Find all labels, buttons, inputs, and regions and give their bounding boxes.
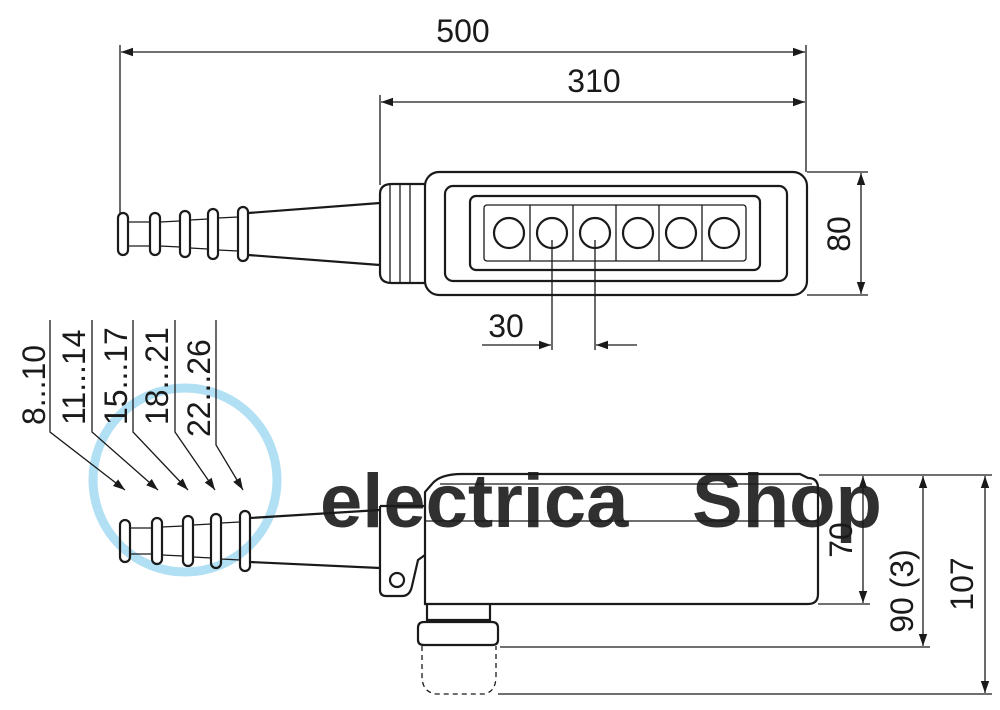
cable-range-label: 22...26 — [181, 339, 217, 437]
cable-ring — [209, 512, 223, 570]
cable-ring — [118, 518, 132, 564]
cable-ring — [206, 207, 220, 261]
cable-range-label: 15...17 — [98, 327, 134, 425]
pushbutton — [707, 216, 741, 250]
housing-outline — [423, 170, 809, 297]
dim-90-label: 90 (3) — [884, 549, 920, 633]
bottom-connector-cap — [416, 620, 500, 647]
bottom-connector-hidden — [421, 646, 497, 695]
watermark-logo-circle — [88, 383, 282, 577]
cable-ring — [116, 211, 130, 257]
pushbutton — [621, 216, 655, 250]
side-view: 8...10 11...14 15...17 18...21 22...26 — [16, 320, 992, 695]
dim-500-label: 500 — [436, 13, 489, 49]
cable-core — [128, 216, 239, 252]
dim-70-label: 70 — [823, 522, 859, 558]
cable-ring — [148, 211, 162, 257]
bottom-connector — [425, 604, 492, 622]
cable-ring — [238, 509, 252, 573]
pushbutton — [664, 216, 698, 250]
cable-range-leaders — [49, 320, 244, 491]
cable-ring — [236, 205, 250, 263]
cable-range-label: 11...14 — [56, 330, 92, 425]
dim-107-label: 107 — [944, 557, 980, 610]
button-strip — [483, 204, 747, 262]
pushbutton — [492, 216, 526, 250]
cable-sleeve — [247, 201, 381, 267]
gland-ribs — [389, 184, 411, 283]
cable-ring — [178, 209, 192, 259]
cable-sleeve — [249, 508, 381, 570]
cable-range-label: 18...21 — [139, 327, 175, 425]
dim-30-label: 30 — [488, 308, 524, 344]
mounting-hole — [388, 571, 406, 589]
dim-310-label: 310 — [567, 63, 620, 99]
top-view: 500 310 — [116, 13, 868, 350]
dim-80-label: 80 — [821, 216, 857, 252]
cable-ring — [181, 514, 195, 568]
watermark-text-electrica: electrica — [320, 459, 629, 544]
gland — [378, 504, 426, 598]
button-frame — [468, 194, 762, 272]
cable-ring — [150, 516, 164, 566]
housing-body — [423, 472, 820, 606]
gland — [378, 182, 425, 285]
cable-range-label: 8...10 — [16, 345, 52, 425]
cable-core — [130, 521, 241, 561]
housing-inner-panel — [443, 184, 789, 283]
buttons — [492, 205, 741, 261]
